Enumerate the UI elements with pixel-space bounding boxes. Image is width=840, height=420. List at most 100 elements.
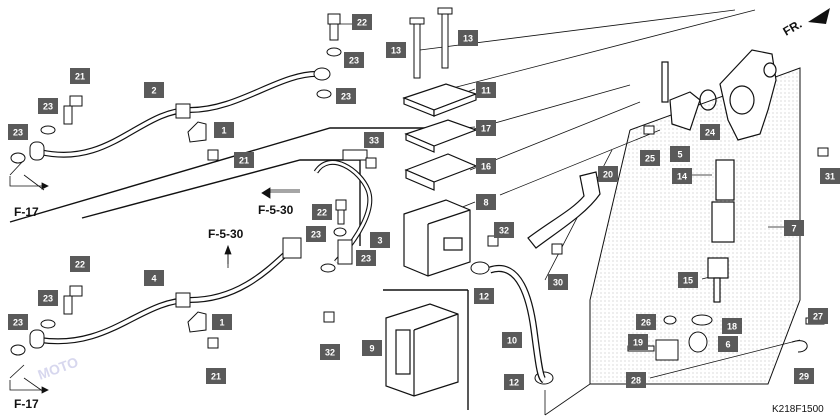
callout-number: 5 — [677, 150, 682, 160]
callout-number: 25 — [645, 154, 655, 164]
callout-number: 33 — [369, 136, 379, 146]
callout-box — [320, 344, 340, 360]
callout-number: 12 — [509, 378, 519, 388]
callout-9: 9 — [362, 340, 382, 356]
callout-box — [8, 314, 28, 330]
callout-number: 26 — [641, 318, 651, 328]
callout-number: 7 — [791, 224, 796, 234]
callout-box — [476, 120, 496, 136]
brake-hose-upper — [29, 67, 331, 161]
callout-29: 29 — [794, 368, 814, 384]
callout-box — [718, 336, 738, 352]
callout-20: 20 — [598, 166, 618, 182]
callout-box — [38, 290, 58, 306]
callout-box — [458, 30, 478, 46]
callout-number: 28 — [631, 376, 641, 386]
callout-12: 12 — [474, 288, 494, 304]
callout-23: 23 — [356, 250, 376, 266]
callout-number: 23 — [361, 254, 371, 264]
callout-number: 23 — [43, 294, 53, 304]
callout-box — [312, 204, 332, 220]
callout-box — [306, 226, 326, 242]
callout-17: 17 — [476, 120, 496, 136]
callout-number: 22 — [75, 260, 85, 270]
callout-box — [70, 68, 90, 84]
cylinder-screws — [409, 7, 453, 79]
callout-6: 6 — [718, 336, 738, 352]
callout-number: 8 — [483, 198, 488, 208]
ref-label-f530-lower: F-5-30 — [208, 227, 244, 241]
callout-box — [370, 232, 390, 248]
callout-number: 11 — [481, 86, 491, 96]
direction-label: FR. — [781, 17, 805, 39]
callout-27: 27 — [808, 308, 828, 324]
brake-pipe-middle — [313, 149, 373, 265]
callout-number: 23 — [311, 230, 321, 240]
callout-number: 31 — [825, 172, 835, 182]
diagram-code: K218F1500 — [772, 404, 824, 415]
callout-number: 1 — [221, 126, 226, 136]
ref-label-f17-lower: F-17 — [14, 397, 39, 411]
callout-box — [808, 308, 828, 324]
callout-5: 5 — [670, 146, 690, 162]
callout-box — [794, 368, 814, 384]
callout-box — [8, 124, 28, 140]
callout-number: 20 — [603, 170, 613, 180]
callout-box — [212, 314, 232, 330]
callout-number: 14 — [677, 172, 687, 182]
callout-number: 23 — [13, 128, 23, 138]
divider-lines — [9, 127, 469, 410]
callout-10: 10 — [502, 332, 522, 348]
callout-box — [362, 340, 382, 356]
leader-lines — [9, 9, 801, 416]
callout-box — [640, 150, 660, 166]
callout-11: 11 — [476, 82, 496, 98]
callout-number: 22 — [317, 208, 327, 218]
small-hardware — [10, 13, 829, 385]
callout-23: 23 — [38, 290, 58, 306]
callout-23: 23 — [306, 226, 326, 242]
callout-7: 7 — [784, 220, 804, 236]
callout-number: 15 — [683, 276, 693, 286]
callout-number: 18 — [727, 322, 737, 332]
callout-number: 29 — [799, 372, 809, 382]
callout-box — [352, 14, 372, 30]
callout-box — [476, 82, 496, 98]
callout-box — [336, 88, 356, 104]
callout-box — [494, 222, 514, 238]
reservoir-case — [385, 303, 459, 397]
callout-25: 25 — [640, 150, 660, 166]
callout-23: 23 — [336, 88, 356, 104]
callout-box — [548, 274, 568, 290]
callout-box — [502, 332, 522, 348]
callout-23: 23 — [38, 98, 58, 114]
callout-box — [234, 152, 254, 168]
callout-number: 13 — [463, 34, 473, 44]
callout-number: 32 — [499, 226, 509, 236]
callout-box — [670, 146, 690, 162]
callout-box — [476, 158, 496, 174]
callout-box — [628, 334, 648, 350]
callout-19: 19 — [628, 334, 648, 350]
callout-21: 21 — [70, 68, 90, 84]
callout-number: 16 — [481, 162, 491, 172]
callout-box — [784, 220, 804, 236]
callout-box — [386, 42, 406, 58]
callout-number: 2 — [151, 86, 156, 96]
callout-box — [672, 168, 692, 184]
callout-number: 21 — [75, 72, 85, 82]
callout-23: 23 — [344, 52, 364, 68]
callout-number: 6 — [725, 340, 730, 350]
callout-number: 1 — [219, 318, 224, 328]
callout-box — [38, 98, 58, 114]
callout-22: 22 — [352, 14, 372, 30]
callout-box — [144, 82, 164, 98]
callout-box — [722, 318, 742, 334]
callout-2: 2 — [144, 82, 164, 98]
callout-number: 30 — [553, 278, 563, 288]
callout-number: 23 — [349, 56, 359, 66]
callout-box — [70, 256, 90, 272]
callout-13: 13 — [458, 30, 478, 46]
assembly-panel — [589, 67, 801, 385]
